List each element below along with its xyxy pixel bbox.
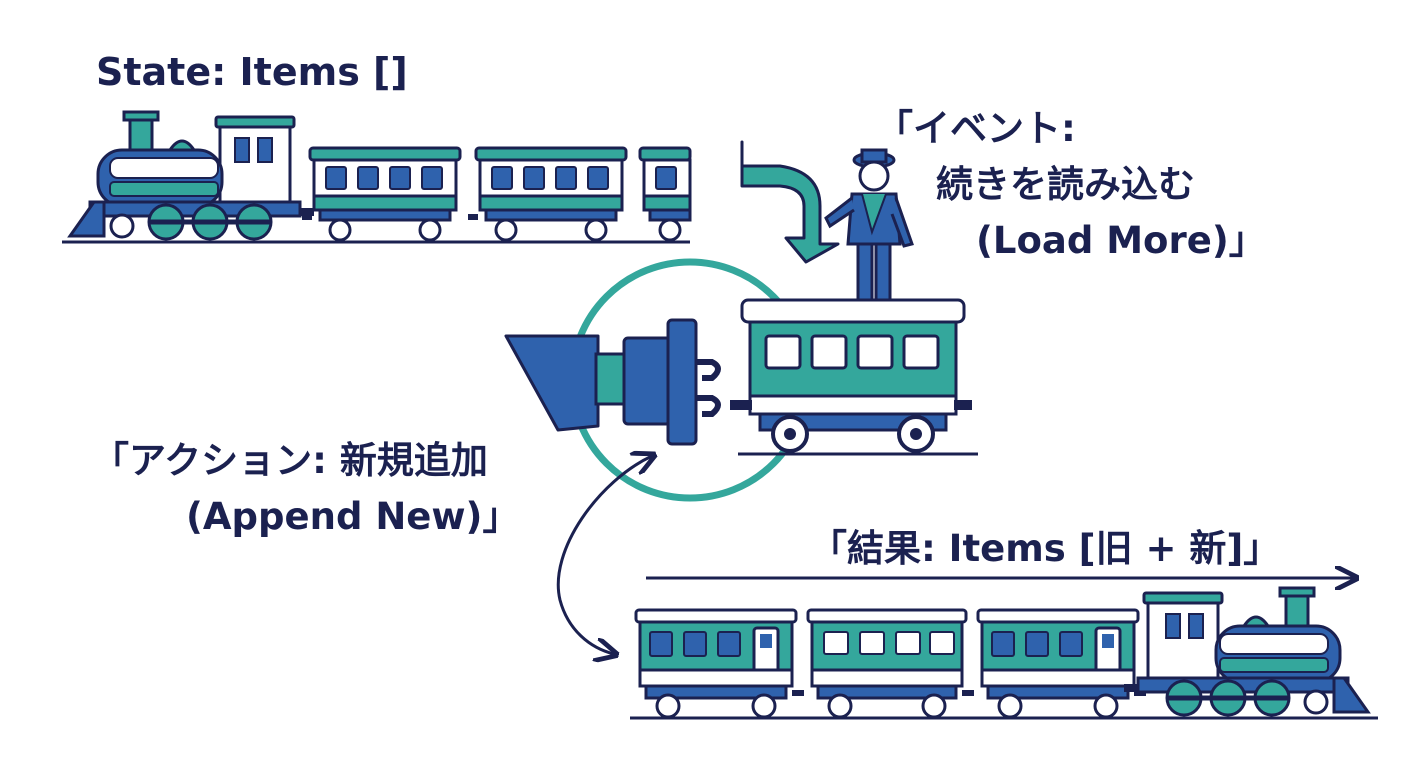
event-arrow: [740, 140, 840, 264]
coupler-icon: [504, 318, 721, 446]
new-car-icon: [730, 298, 978, 456]
action-label-line1: 「アクション: 新規追加: [92, 439, 488, 482]
result-label: 「結果: Items [旧 + 新]」: [810, 527, 1281, 570]
event-label-line1: 「イベント:: [876, 107, 1076, 150]
result-train: [630, 588, 1378, 720]
result-locomotive-icon: [1124, 588, 1368, 715]
top-car-3: [638, 146, 692, 242]
top-car-1: [300, 146, 462, 242]
event-label-line3: (Load More)」: [976, 219, 1266, 262]
result-car-3: [976, 608, 1148, 719]
top-train: [62, 112, 692, 244]
action-arrow: [556, 456, 652, 654]
result-car-2-new: [806, 608, 976, 719]
result-car-1: [634, 608, 806, 719]
action-label-line2: (Append New)」: [186, 495, 520, 538]
top-locomotive-icon: [70, 112, 314, 239]
state-label: State: Items []: [96, 50, 408, 94]
event-label-line2: 続きを読み込む: [936, 163, 1195, 206]
conductor-icon: [824, 148, 914, 302]
top-car-2: [466, 146, 628, 242]
